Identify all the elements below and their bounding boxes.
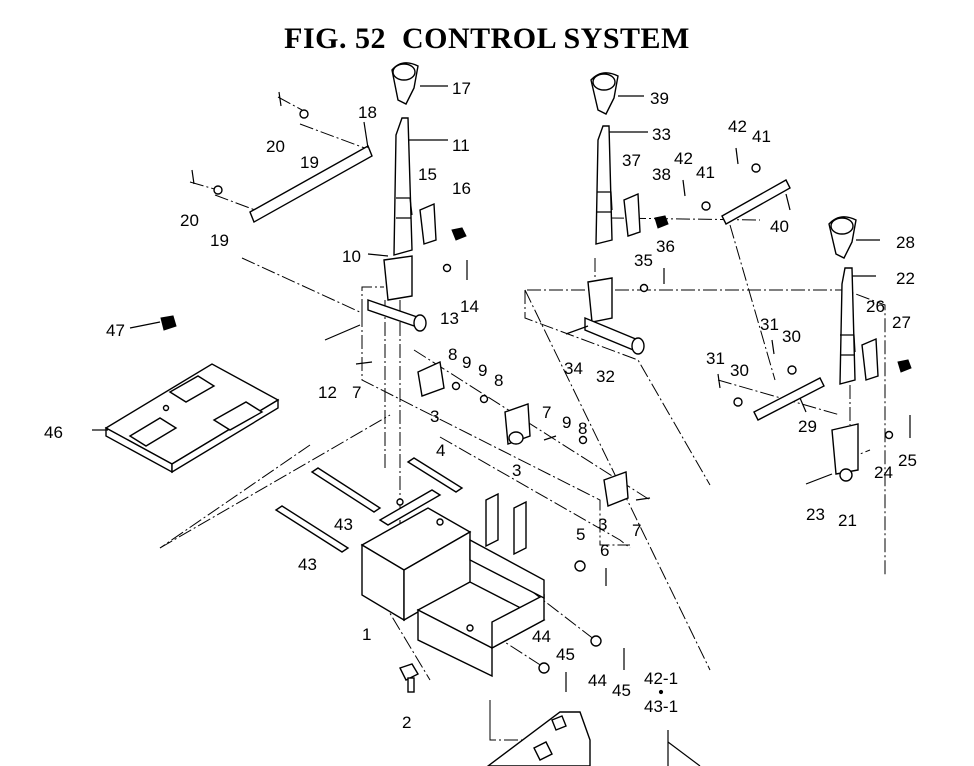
plate-26 (861, 337, 879, 381)
label-44a: 44 (532, 627, 551, 646)
label-36: 36 (656, 237, 675, 256)
label-27: 27 (892, 313, 911, 332)
label-44b: 44 (588, 671, 607, 690)
bolt-27 (897, 359, 912, 373)
label-32: 32 (596, 367, 615, 386)
label-43b: 43 (298, 555, 317, 574)
label-8c: 8 (578, 419, 587, 438)
label-ref1: 42-1 (644, 669, 678, 688)
label-3b: 3 (512, 461, 521, 480)
label-20b: 20 (180, 211, 199, 230)
knob-17 (391, 62, 419, 105)
label-18: 18 (358, 103, 377, 122)
rods (274, 457, 464, 553)
label-11: 11 (452, 136, 470, 155)
label-25: 25 (898, 451, 917, 470)
lever-33 (595, 125, 613, 245)
label-30a: 30 (782, 327, 801, 346)
label-31a: 31 (760, 315, 779, 334)
label-29: 29 (798, 417, 817, 436)
main-frame-1 (360, 489, 546, 678)
label-7b: 7 (542, 403, 551, 422)
label-41b: 41 (696, 163, 715, 182)
label-28: 28 (896, 233, 915, 252)
label-39: 39 (650, 89, 669, 108)
label-37: 37 (622, 151, 641, 170)
label-1: 1 (362, 625, 371, 644)
label-4: 4 (436, 441, 445, 460)
plate-15 (419, 202, 437, 245)
label-7c: 7 (632, 521, 641, 540)
label-35: 35 (634, 251, 653, 270)
label-ref2: 43-1 (644, 697, 678, 716)
bolt-47 (160, 315, 177, 331)
plate-37 (623, 192, 641, 237)
label-33: 33 (652, 125, 671, 144)
label-26: 26 (866, 297, 885, 316)
pivot-10 (367, 255, 427, 332)
label-14: 14 (460, 297, 479, 316)
lever-11 (393, 117, 413, 256)
label-9c: 9 (562, 413, 571, 432)
bolt-2 (399, 663, 419, 693)
label-8b: 8 (494, 371, 503, 390)
label-15: 15 (418, 165, 437, 184)
label-34: 34 (564, 359, 583, 378)
label-2: 2 (402, 713, 411, 732)
label-3a: 3 (430, 407, 439, 426)
part-number-labels: 17 18 20 19 11 15 16 20 19 10 13 14 47 1… (44, 79, 917, 732)
label-45b: 45 (612, 681, 631, 700)
label-8a: 8 (448, 345, 457, 364)
label-22: 22 (896, 269, 915, 288)
bar-29 (753, 377, 825, 421)
label-19b: 19 (210, 231, 229, 250)
bracket-3c (603, 471, 629, 507)
label-42b: 42 (674, 149, 693, 168)
knob-39 (590, 72, 619, 115)
label-31b: 31 (706, 349, 725, 368)
lever-22 (839, 267, 856, 385)
small-hardware (191, 91, 911, 692)
bolt-16 (451, 227, 467, 241)
label-9b: 9 (478, 361, 487, 380)
bracket-3b (504, 403, 531, 445)
label-21: 21 (838, 511, 857, 530)
ref-dot (658, 689, 664, 695)
base-plate-46 (104, 363, 280, 474)
bolt-38 (654, 215, 669, 229)
lower-machine-partial (486, 711, 701, 766)
label-9a: 9 (462, 353, 471, 372)
label-43a: 43 (334, 515, 353, 534)
pivot-21 (831, 423, 859, 482)
label-5: 5 (576, 525, 585, 544)
label-24: 24 (874, 463, 893, 482)
pivot-32 (584, 277, 645, 355)
label-23: 23 (806, 505, 825, 524)
label-6: 6 (600, 541, 609, 560)
bar-18 (249, 144, 373, 224)
label-3c: 3 (598, 515, 607, 534)
label-40: 40 (770, 217, 789, 236)
knob-28 (828, 216, 857, 259)
leader-lines (92, 85, 880, 431)
label-17: 17 (452, 79, 471, 98)
label-47: 47 (106, 321, 125, 340)
bracket-3a (417, 360, 445, 397)
label-42a: 42 (728, 117, 747, 136)
label-46: 46 (44, 423, 63, 442)
label-12: 12 (318, 383, 337, 402)
label-7a: 7 (352, 383, 361, 402)
label-41a: 41 (752, 127, 771, 146)
label-19: 19 (300, 153, 319, 172)
label-45a: 45 (556, 645, 575, 664)
label-10: 10 (342, 247, 361, 266)
label-30b: 30 (730, 361, 749, 380)
label-13: 13 (440, 309, 459, 328)
label-20: 20 (266, 137, 285, 156)
label-16: 16 (452, 179, 471, 198)
figure-title: FIG. 52 CONTROL SYSTEM (284, 22, 690, 55)
bar-40 (721, 179, 791, 225)
label-38: 38 (652, 165, 671, 184)
